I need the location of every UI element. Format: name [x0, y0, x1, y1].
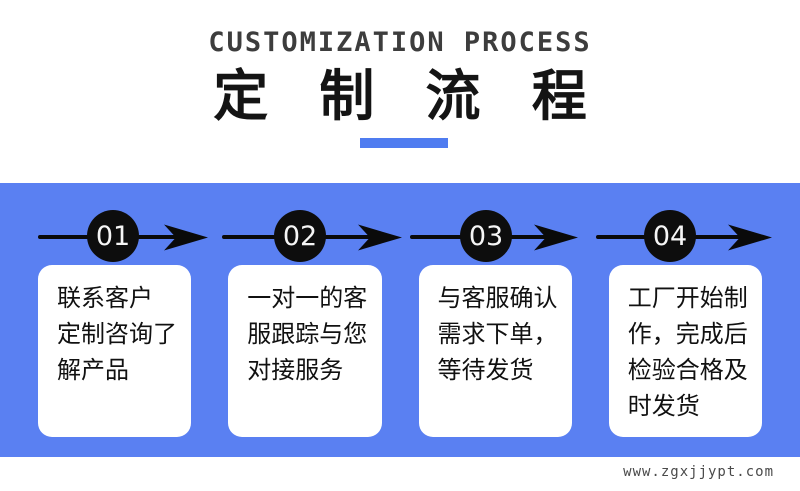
step-card-line: 作，完成后 [627, 320, 748, 348]
step-number-badge: 03 [460, 210, 512, 262]
step-card-line: 联系客户 [57, 284, 153, 312]
step-card-line: 检验合格及 [627, 356, 748, 384]
timeline-segment-3: 03 [410, 210, 578, 266]
step-card-2: 一对一的客 服跟踪与您 对接服务 [228, 265, 382, 437]
step-card-line: 等待发货 [437, 356, 534, 384]
step-number-badge: 01 [87, 210, 139, 262]
step-card-line: 服跟踪与您 [247, 320, 368, 348]
step-card-line: 与客服确认 [437, 284, 558, 312]
process-band: 01 02 03 04 联系客户 定制咨询了 解产品 一对一的客 [0, 183, 800, 457]
step-card-line: 时发货 [627, 392, 700, 420]
step-card-4: 工厂开始制 作，完成后 检验合格及 时发货 [608, 265, 762, 437]
step-card-line: 需求下单， [437, 320, 558, 348]
step-number-badge: 02 [274, 210, 326, 262]
header: CUSTOMIZATION PROCESS 定 制 流 程 [0, 0, 800, 183]
step-number-badge: 04 [644, 210, 696, 262]
timeline-segment-1: 01 [38, 210, 208, 266]
footer: www.zgxjjypt.com [0, 457, 800, 491]
step-card-line [247, 388, 371, 424]
timeline-segment-4: 04 [596, 210, 772, 266]
step-card-line: 对接服务 [247, 356, 344, 384]
step-card-line: 工厂开始制 [627, 284, 748, 312]
step-card-line: 解产品 [57, 356, 129, 384]
step-card-line: 定制咨询了 [57, 320, 177, 348]
step-card-line: 一对一的客 [247, 284, 368, 312]
timeline-segment-2: 02 [222, 210, 402, 266]
step-card-3: 与客服确认 需求下单， 等待发货 [418, 265, 572, 437]
title-underline-bar [360, 138, 448, 148]
step-card-line [57, 388, 181, 424]
page-title: 定 制 流 程 [213, 64, 603, 128]
step-cards-row: 联系客户 定制咨询了 解产品 一对一的客 服跟踪与您 对接服务 与客服确认 需求… [38, 265, 762, 437]
title-english: CUSTOMIZATION PROCESS [208, 27, 592, 58]
watermark-url: www.zgxjjypt.com [623, 464, 774, 480]
step-card-line [438, 388, 562, 424]
step-card-1: 联系客户 定制咨询了 解产品 [38, 265, 192, 437]
